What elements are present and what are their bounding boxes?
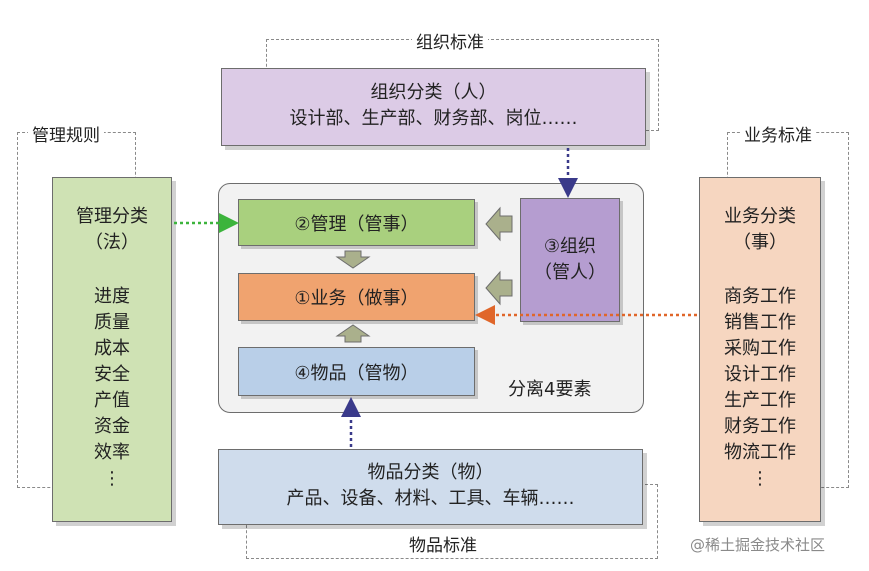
management-classification-title: 管理分类	[76, 206, 148, 227]
business-classification-title: 业务分类	[724, 206, 796, 227]
management-module: ②管理（管事）	[238, 199, 475, 246]
goods-standard-label: 物品标准	[405, 531, 481, 556]
business-item: 生产工作	[724, 390, 796, 411]
org-classification-items: 设计部、生产部、财务部、岗位……	[289, 108, 578, 129]
business-item-ellipsis: ⋮	[751, 468, 769, 489]
management-item: 质量	[94, 312, 130, 333]
business-item: 商务工作	[724, 286, 796, 307]
management-item: 成本	[94, 338, 130, 359]
business-item: 设计工作	[724, 364, 796, 385]
goods-module: ④物品（管物）	[238, 347, 475, 396]
business-classification-box: 业务分类 （事） 商务工作 销售工作 采购工作 设计工作 生产工作 财务工作 物…	[699, 177, 821, 522]
business-item: 采购工作	[724, 338, 796, 359]
management-classification-box: 管理分类 （法） 进度 质量 成本 安全 产值 资金 效率 ⋮	[52, 177, 172, 522]
organization-module-subtitle: （管人）	[534, 262, 606, 283]
management-item-ellipsis: ⋮	[103, 468, 121, 489]
management-item: 进度	[94, 286, 130, 307]
goods-classification-items: 产品、设备、材料、工具、车辆……	[286, 488, 575, 509]
goods-classification-title: 物品分类（物）	[367, 462, 494, 483]
business-standard-label: 业务标准	[740, 121, 816, 146]
management-item: 产值	[94, 390, 130, 411]
business-item: 销售工作	[724, 312, 796, 333]
watermark: @稀土掘金技术社区	[690, 536, 826, 554]
management-classification-subtitle: （法）	[85, 232, 139, 253]
block-arrow-management-to-business	[335, 250, 371, 269]
goods-classification-box: 物品分类（物） 产品、设备、材料、工具、车辆……	[218, 449, 643, 525]
block-arrow-goods-to-business	[335, 324, 371, 343]
organization-module-title: ③组织	[543, 236, 597, 257]
block-arrow-organization-to-management	[485, 206, 513, 242]
block-arrow-organization-to-business	[485, 270, 513, 306]
business-item: 物流工作	[724, 442, 796, 463]
org-classification-title: 组织分类（人）	[370, 82, 497, 103]
management-item: 效率	[94, 442, 130, 463]
business-module: ①业务（做事）	[238, 273, 475, 321]
four-elements-caption: 分离4要素	[508, 379, 592, 400]
management-rules-label: 管理规则	[28, 121, 104, 146]
business-item: 财务工作	[724, 416, 796, 437]
organization-module: ③组织 （管人）	[520, 198, 620, 322]
org-standard-label: 组织标准	[412, 28, 488, 53]
management-item: 资金	[94, 416, 130, 437]
business-classification-subtitle: （事）	[733, 232, 787, 253]
org-classification-box: 组织分类（人） 设计部、生产部、财务部、岗位……	[221, 68, 646, 146]
management-item: 安全	[94, 364, 130, 385]
